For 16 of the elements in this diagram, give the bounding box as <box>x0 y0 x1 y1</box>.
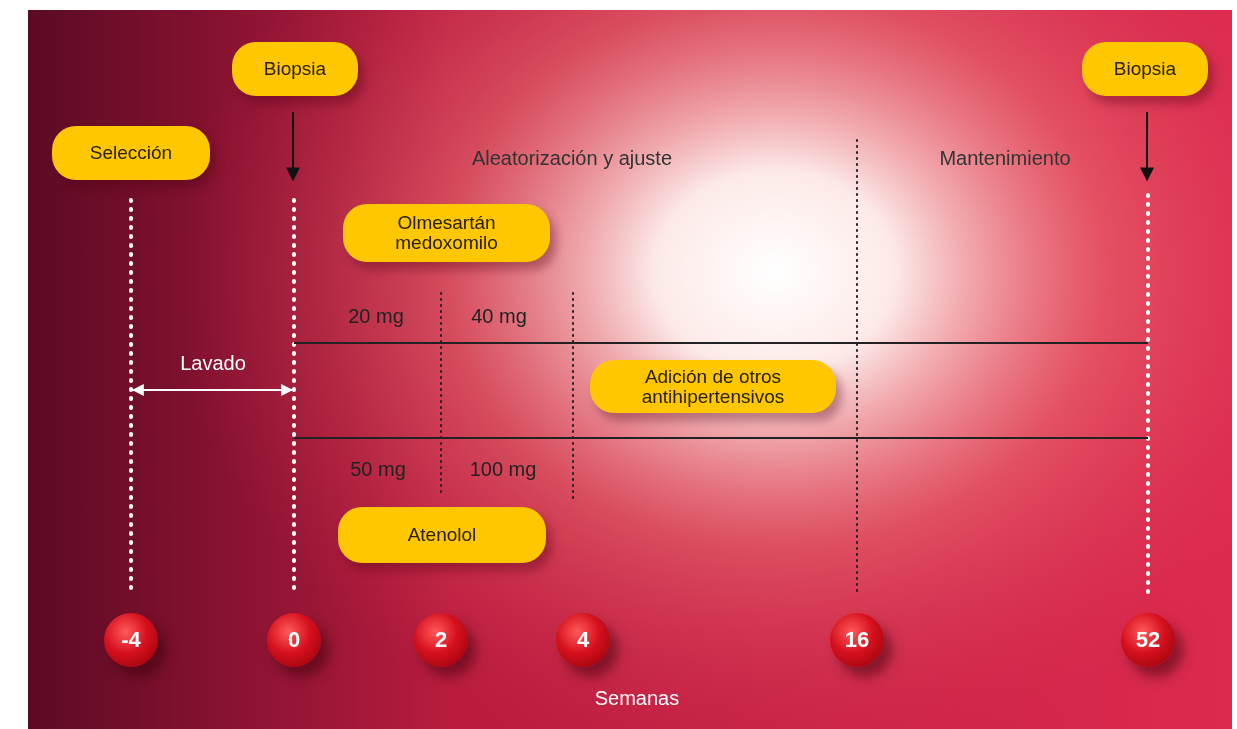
label-pill: Olmesartán medoxomilo <box>343 204 550 262</box>
label-pill: Biopsia <box>232 42 358 96</box>
label-pill: Adición de otros antihipertensivos <box>590 360 836 413</box>
label-pill: Biopsia <box>1082 42 1208 96</box>
arrow <box>1140 111 1154 182</box>
section-heading: Aleatorización y ajuste <box>471 146 673 170</box>
label-pill: Atenolol <box>338 507 546 563</box>
dose-label: 40 mg <box>471 304 527 328</box>
label-pill: Selección <box>52 126 210 180</box>
arrow <box>286 111 300 182</box>
dose-label: 20 mg <box>348 304 404 328</box>
dose-label: 100 mg <box>469 457 537 481</box>
period-label: Lavado <box>180 351 246 375</box>
section-heading: Mantenimiento <box>939 146 1071 170</box>
axis-title: Semanas <box>594 686 680 710</box>
dose-label: 50 mg <box>350 457 406 481</box>
